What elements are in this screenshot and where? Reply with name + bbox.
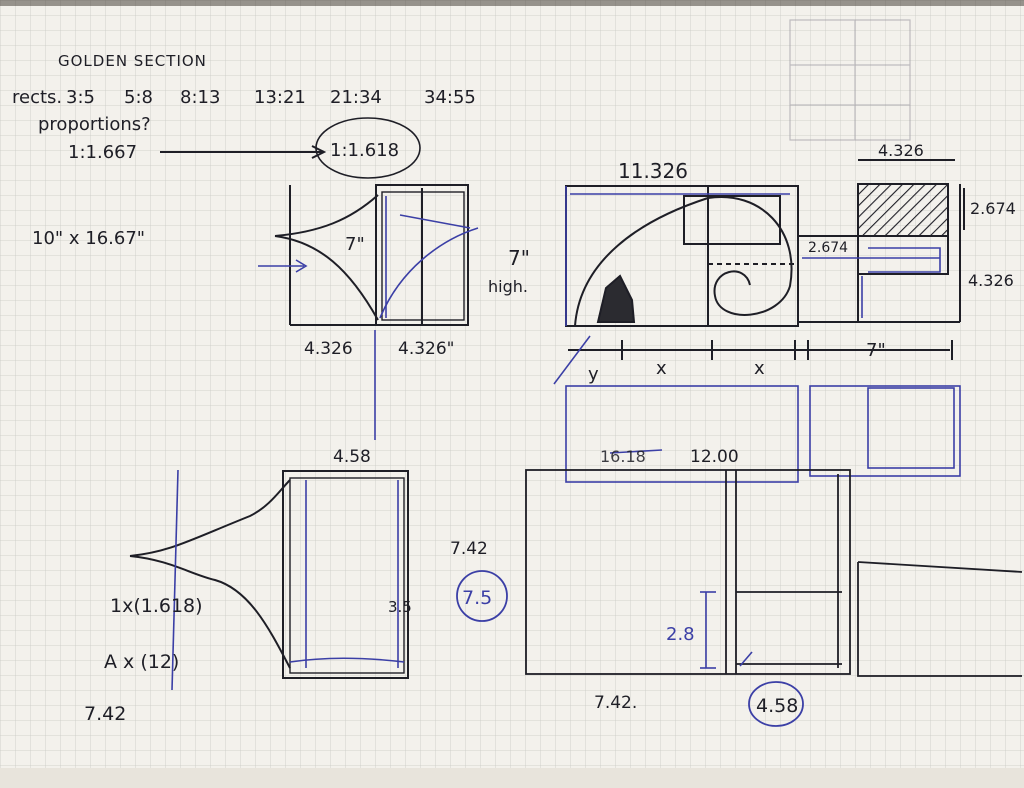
sketch2-label-y: y: [588, 364, 599, 385]
sketch3-note2: A x (12): [104, 651, 179, 673]
sketch3-note1: 1x(1.618): [110, 595, 203, 617]
sketch-1-blue: [258, 196, 479, 440]
sketch2-bottom: 7": [866, 340, 886, 361]
sketch-3: [129, 470, 409, 679]
ratio-b-circle: [315, 117, 421, 179]
sketch3-top: 4.58: [333, 447, 371, 467]
sketch2-top-width: 4.326: [878, 141, 924, 160]
ratio-a: 1:1.667: [68, 142, 137, 163]
sketch-2-lower-blue: [565, 385, 961, 483]
ratio-item: 8:13: [180, 87, 220, 108]
ratio-item: 21:34: [330, 87, 382, 108]
notes-title: GOLDEN SECTION: [58, 52, 207, 70]
sketch4-left-a: 7.42: [450, 539, 488, 559]
sketch2-label-x2: x: [754, 358, 765, 379]
sketch2-right-a: 2.674: [970, 199, 1016, 218]
ratios-prefix: rects.: [12, 87, 62, 108]
size-note: 10" x 16.67": [32, 228, 145, 249]
sketch2-inner: 2.674: [808, 240, 848, 256]
proportions-question: proportions?: [38, 114, 151, 135]
sketch-3-blue: [171, 469, 405, 691]
sketch4-bottom-b-circle: [748, 681, 804, 727]
sketch-4-blue: [609, 449, 753, 669]
sketch4-inner: 2.8: [666, 624, 695, 645]
sketch-1: [274, 184, 469, 326]
page-shadow: [0, 0, 1024, 6]
sketch-2-blue: [553, 186, 941, 385]
sketch1-side-note-b: high.: [488, 277, 528, 296]
sketch2-width: 11.326: [618, 159, 688, 183]
sketch4-left-b-circle: [456, 570, 508, 622]
sketch4-struck: 16.18: [600, 447, 646, 466]
sketch3-side: 3.5: [388, 598, 412, 616]
sketch-4: [525, 469, 1023, 677]
sketch4-width: 12.00: [690, 447, 739, 467]
ratio-item: 3:5: [66, 87, 95, 108]
sketch1-width-right: 4.326": [398, 339, 455, 359]
page-edge: [0, 768, 1024, 788]
sketch-2: [565, 159, 965, 360]
sketch1-width-left: 4.326: [304, 339, 353, 359]
faint-sketch: [789, 19, 911, 141]
ratio-item: 5:8: [124, 87, 153, 108]
grid-lines: [0, 0, 1024, 770]
sketch2-right-b: 4.326: [968, 271, 1014, 290]
ratio-item: 34:55: [424, 87, 476, 108]
ratio-item: 13:21: [254, 87, 306, 108]
ratio-b: 1:1.618: [330, 140, 399, 161]
sketch1-height: 7": [345, 234, 365, 255]
sketch4-bottom-a: 7.42.: [594, 693, 637, 713]
sketch4-bottom-b: 4.58: [756, 695, 798, 717]
sketch2-label-x1: x: [656, 358, 667, 379]
sketch3-note3: 7.42: [84, 703, 126, 725]
sketch1-side-note-a: 7": [508, 246, 530, 270]
sketch4-left-b: 7.5: [462, 587, 492, 609]
